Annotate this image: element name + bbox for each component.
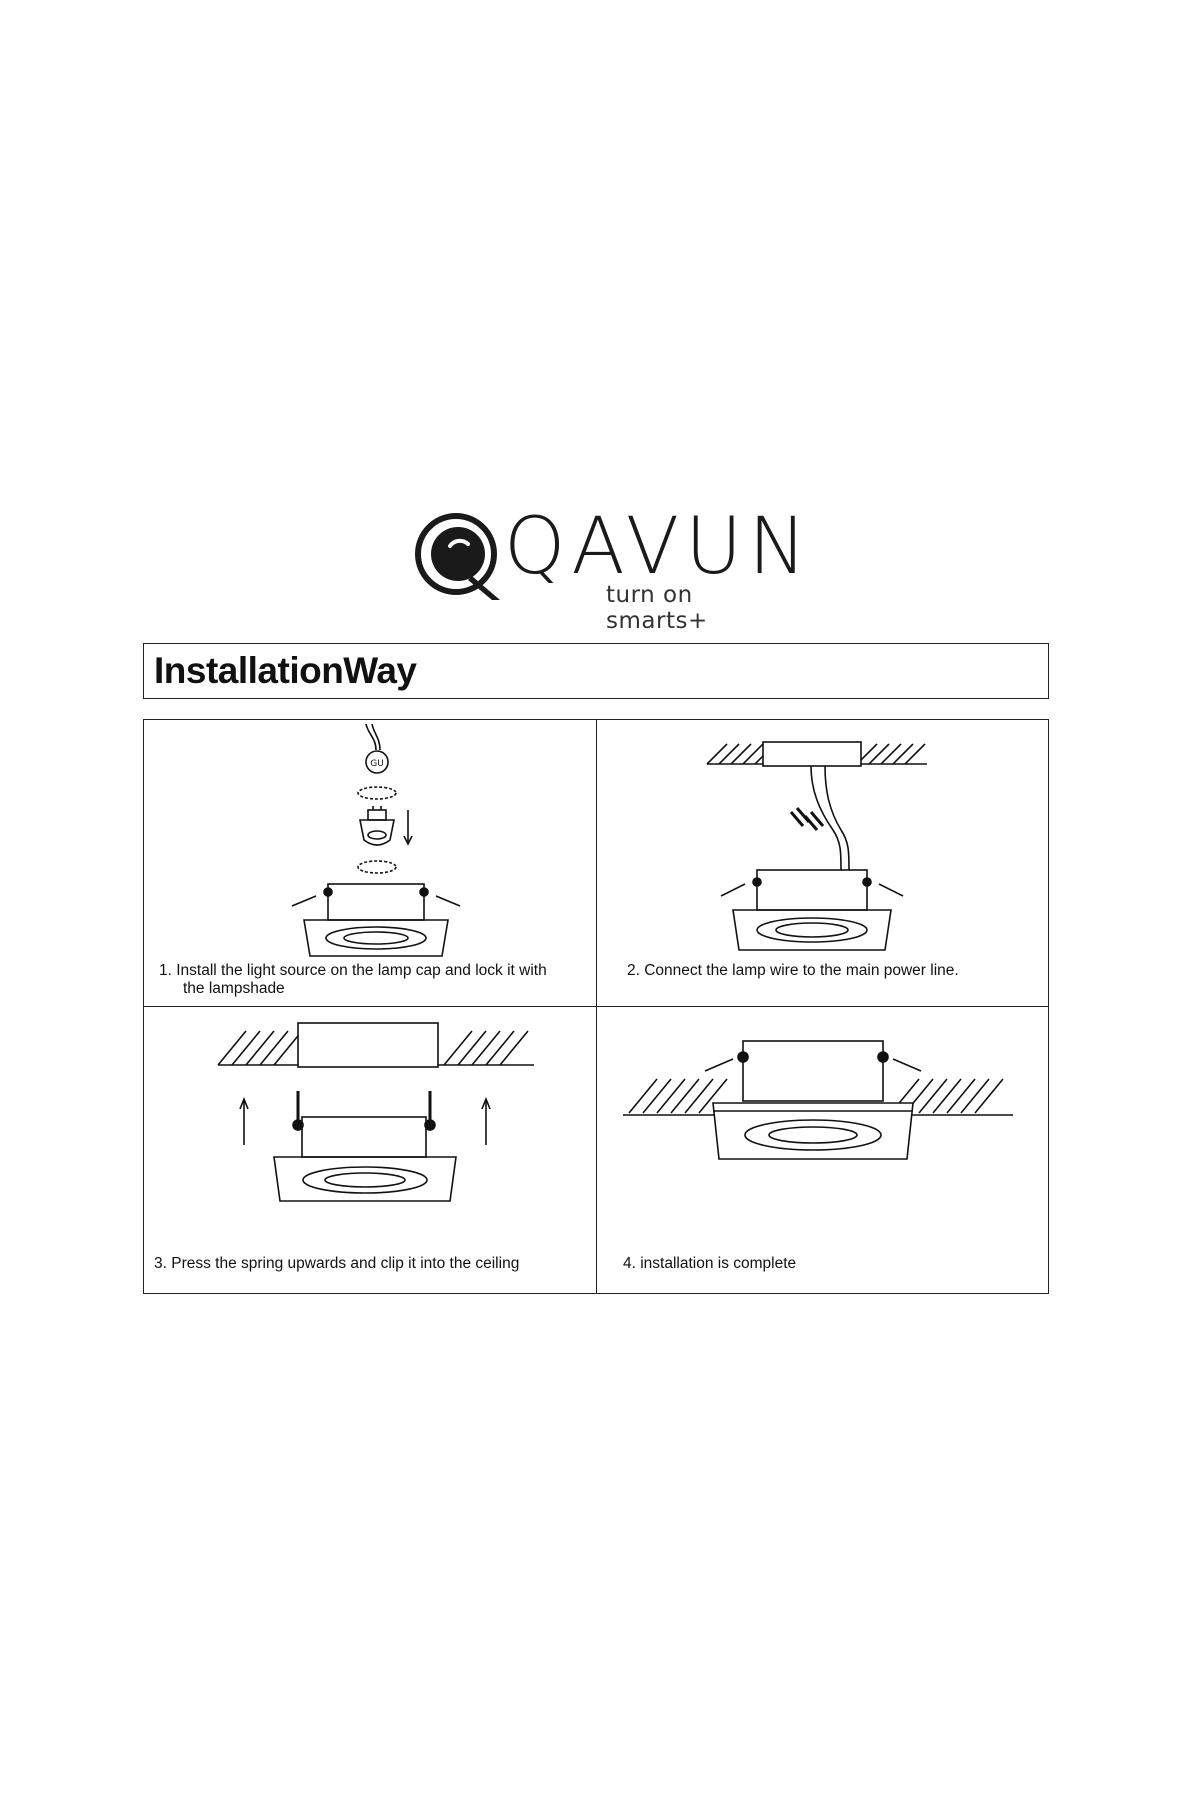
gu10-bulb-icon <box>359 806 395 846</box>
lamp-cap-icon <box>365 750 389 774</box>
step-2-panel: 2. Connect the lamp wire to the main pow… <box>597 720 1049 1006</box>
step-2-caption-line-1: 2. Connect the lamp wire to the main pow… <box>627 962 959 979</box>
step-3-panel: 3. Press the spring upwards and clip it … <box>144 1007 596 1293</box>
step-2-illustration <box>706 741 927 951</box>
step-4-caption-line-1: 4. installation is complete <box>623 1255 797 1272</box>
step-4-panel: 4. installation is complete <box>597 1007 1049 1293</box>
brand-name: QAVUN <box>504 502 813 592</box>
grid-divider-horizontal <box>144 1006 1048 1007</box>
step-3-caption-line-1: 3. Press the spring upwards and clip it … <box>154 1255 520 1272</box>
step-1-caption-line-2: the lampshade <box>183 980 285 997</box>
section-title-box: InstallationWay <box>143 643 1049 699</box>
spring-clip-icon <box>291 895 317 907</box>
step-1-caption-line-1: 1. Install the light source on the lamp … <box>159 962 547 979</box>
step-1-caption: 1. Install the light source on the lamp … <box>159 962 547 998</box>
step-3-illustration <box>217 1022 534 1202</box>
logo-mark-icon <box>415 513 500 600</box>
step-4-illustration <box>623 1040 1013 1160</box>
section-title: InstallationWay <box>154 650 417 691</box>
installation-steps-grid: GU <box>143 719 1049 1294</box>
step-1-illustration: GU <box>291 723 461 957</box>
step-3-caption: 3. Press the spring upwards and clip it … <box>154 1255 519 1273</box>
step-4-caption: 4. installation is complete <box>623 1255 796 1273</box>
step-1-panel: GU <box>144 720 596 1006</box>
brand-logo: QAVUN turn on smarts+ <box>412 502 807 634</box>
lampshade-trim <box>303 919 449 957</box>
arrow-up-icon <box>239 1096 249 1145</box>
step-2-caption: 2. Connect the lamp wire to the main pow… <box>627 962 959 980</box>
cable-line <box>365 723 377 751</box>
svg-text:GU: GU <box>370 759 384 769</box>
brand-tagline: turn on smarts+ <box>606 582 708 634</box>
